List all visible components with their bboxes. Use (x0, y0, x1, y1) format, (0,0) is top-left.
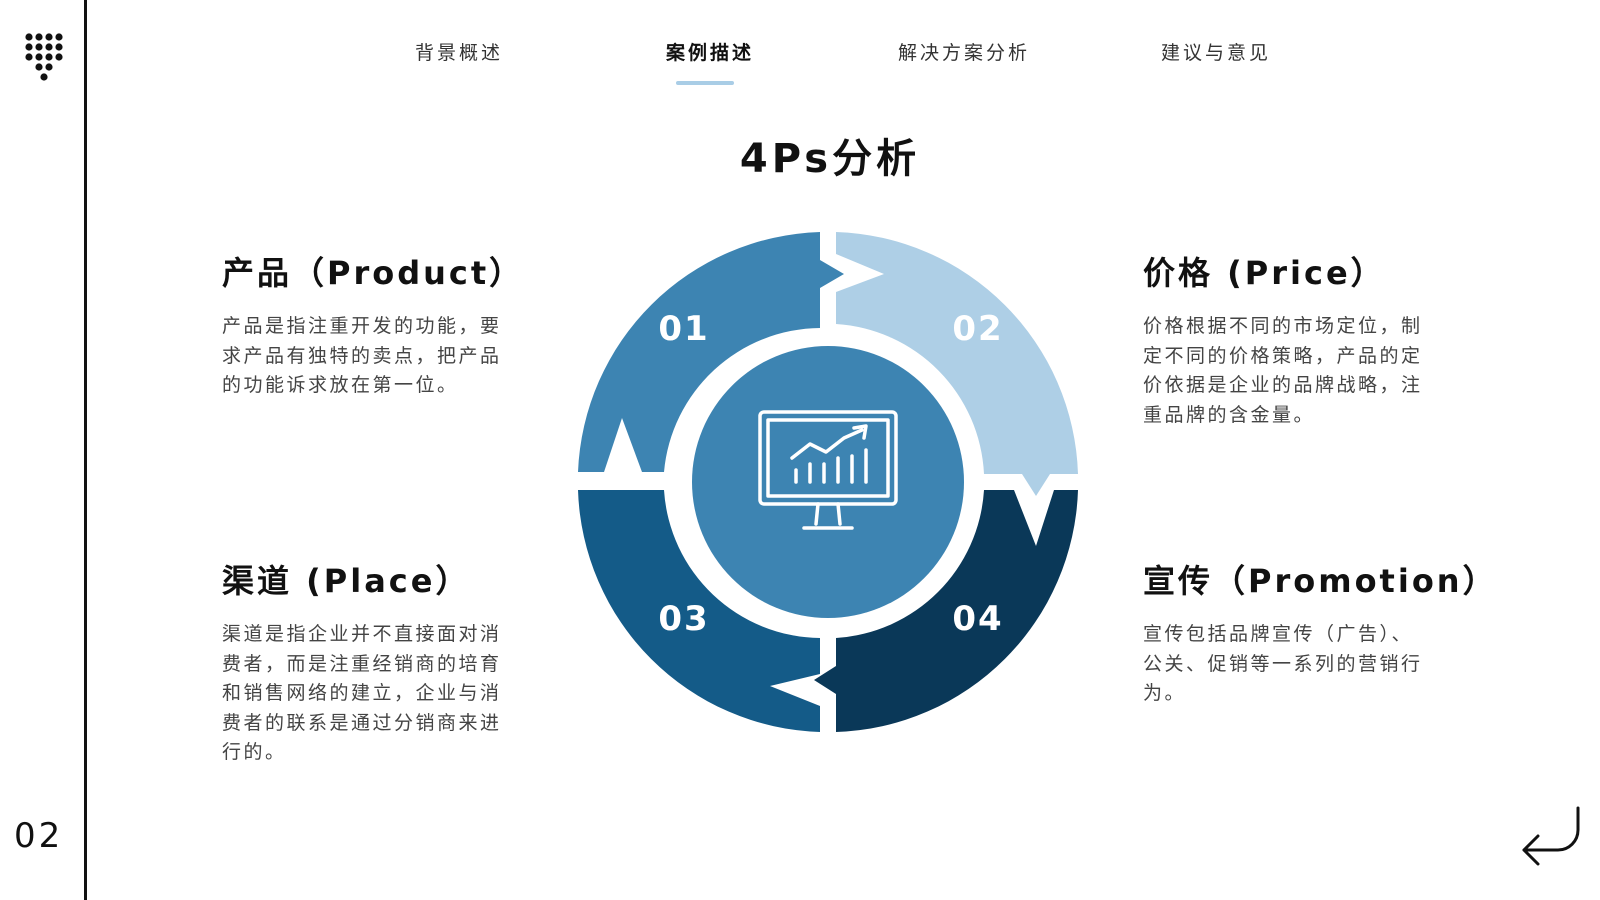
product-section: 产品（Product） 产品是指注重开发的功能，要求产品有独特的卖点，把产品的功… (222, 248, 562, 401)
place-section: 渠道 (Place） 渠道是指企业并不直接面对消费者，而是注重经销商的培育和销售… (222, 556, 562, 768)
4ps-cycle-diagram: 01 02 03 04 (578, 232, 1078, 732)
active-tab-indicator (676, 81, 734, 85)
sidebar-divider (84, 0, 87, 900)
nav-tab-suggestions[interactable]: 建议与意见 (1161, 42, 1272, 64)
product-heading: 产品（Product） (222, 254, 525, 292)
center-circle (692, 346, 964, 618)
price-heading: 价格 (Price） (1143, 254, 1386, 292)
promotion-section: 宣传（Promotion） 宣传包括品牌宣传（广告）、公关、促销等一系列的营销行… (1143, 556, 1498, 709)
promotion-description: 宣传包括品牌宣传（广告）、公关、促销等一系列的营销行为。 (1143, 623, 1423, 704)
segment-04-number: 04 (952, 599, 1003, 639)
page-number: 02 (14, 816, 64, 856)
segment-02 (836, 232, 1078, 496)
dot-grid-logo-icon (25, 33, 63, 81)
nav-tab-background[interactable]: 背景概述 (415, 42, 504, 64)
page-title: 4Ps分析 (739, 136, 921, 182)
segment-01 (578, 232, 844, 472)
segment-03 (578, 490, 820, 732)
segment-03-number: 03 (658, 599, 709, 639)
place-heading: 渠道 (Place） (222, 562, 471, 600)
promotion-heading: 宣传（Promotion） (1143, 562, 1498, 600)
nav-tab-solution-analysis[interactable]: 解决方案分析 (898, 42, 1031, 64)
segment-04 (814, 490, 1078, 732)
nav-tab-case-description[interactable]: 案例描述 (666, 42, 755, 64)
segment-01-number: 01 (658, 309, 709, 349)
segment-02-number: 02 (952, 309, 1003, 349)
price-section: 价格 (Price） 价格根据不同的市场定位，制定不同的价格策略，产品的定价依据… (1143, 248, 1483, 430)
top-navigation: 背景概述 案例描述 解决方案分析 建议与意见 (0, 38, 1600, 98)
price-description: 价格根据不同的市场定位，制定不同的价格策略，产品的定价依据是企业的品牌战略，注重… (1143, 315, 1423, 426)
product-description: 产品是指注重开发的功能，要求产品有独特的卖点，把产品的功能诉求放在第一位。 (222, 315, 502, 396)
place-description: 渠道是指企业并不直接面对消费者，而是注重经销商的培育和销售网络的建立，企业与消费… (222, 623, 502, 763)
return-arrow-icon[interactable] (1518, 806, 1584, 870)
monitor-chart-icon (758, 410, 898, 530)
